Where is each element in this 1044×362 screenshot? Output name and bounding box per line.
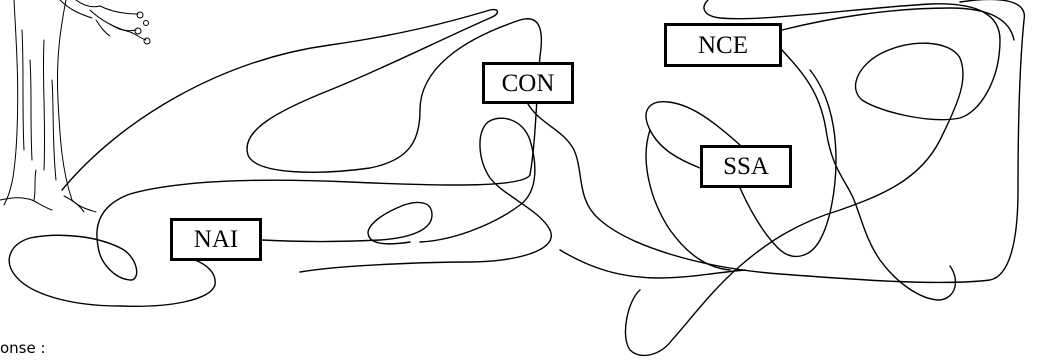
label-nai: NAI — [170, 218, 262, 261]
label-nce: NCE — [664, 23, 782, 67]
branch-buds — [134, 11, 151, 45]
label-ssa: SSA — [700, 145, 792, 188]
tree-drawing-icon — [0, 0, 147, 213]
tangled-strings — [8, 0, 1025, 357]
response-label: onse : — [0, 339, 46, 357]
label-con: CON — [482, 62, 574, 104]
